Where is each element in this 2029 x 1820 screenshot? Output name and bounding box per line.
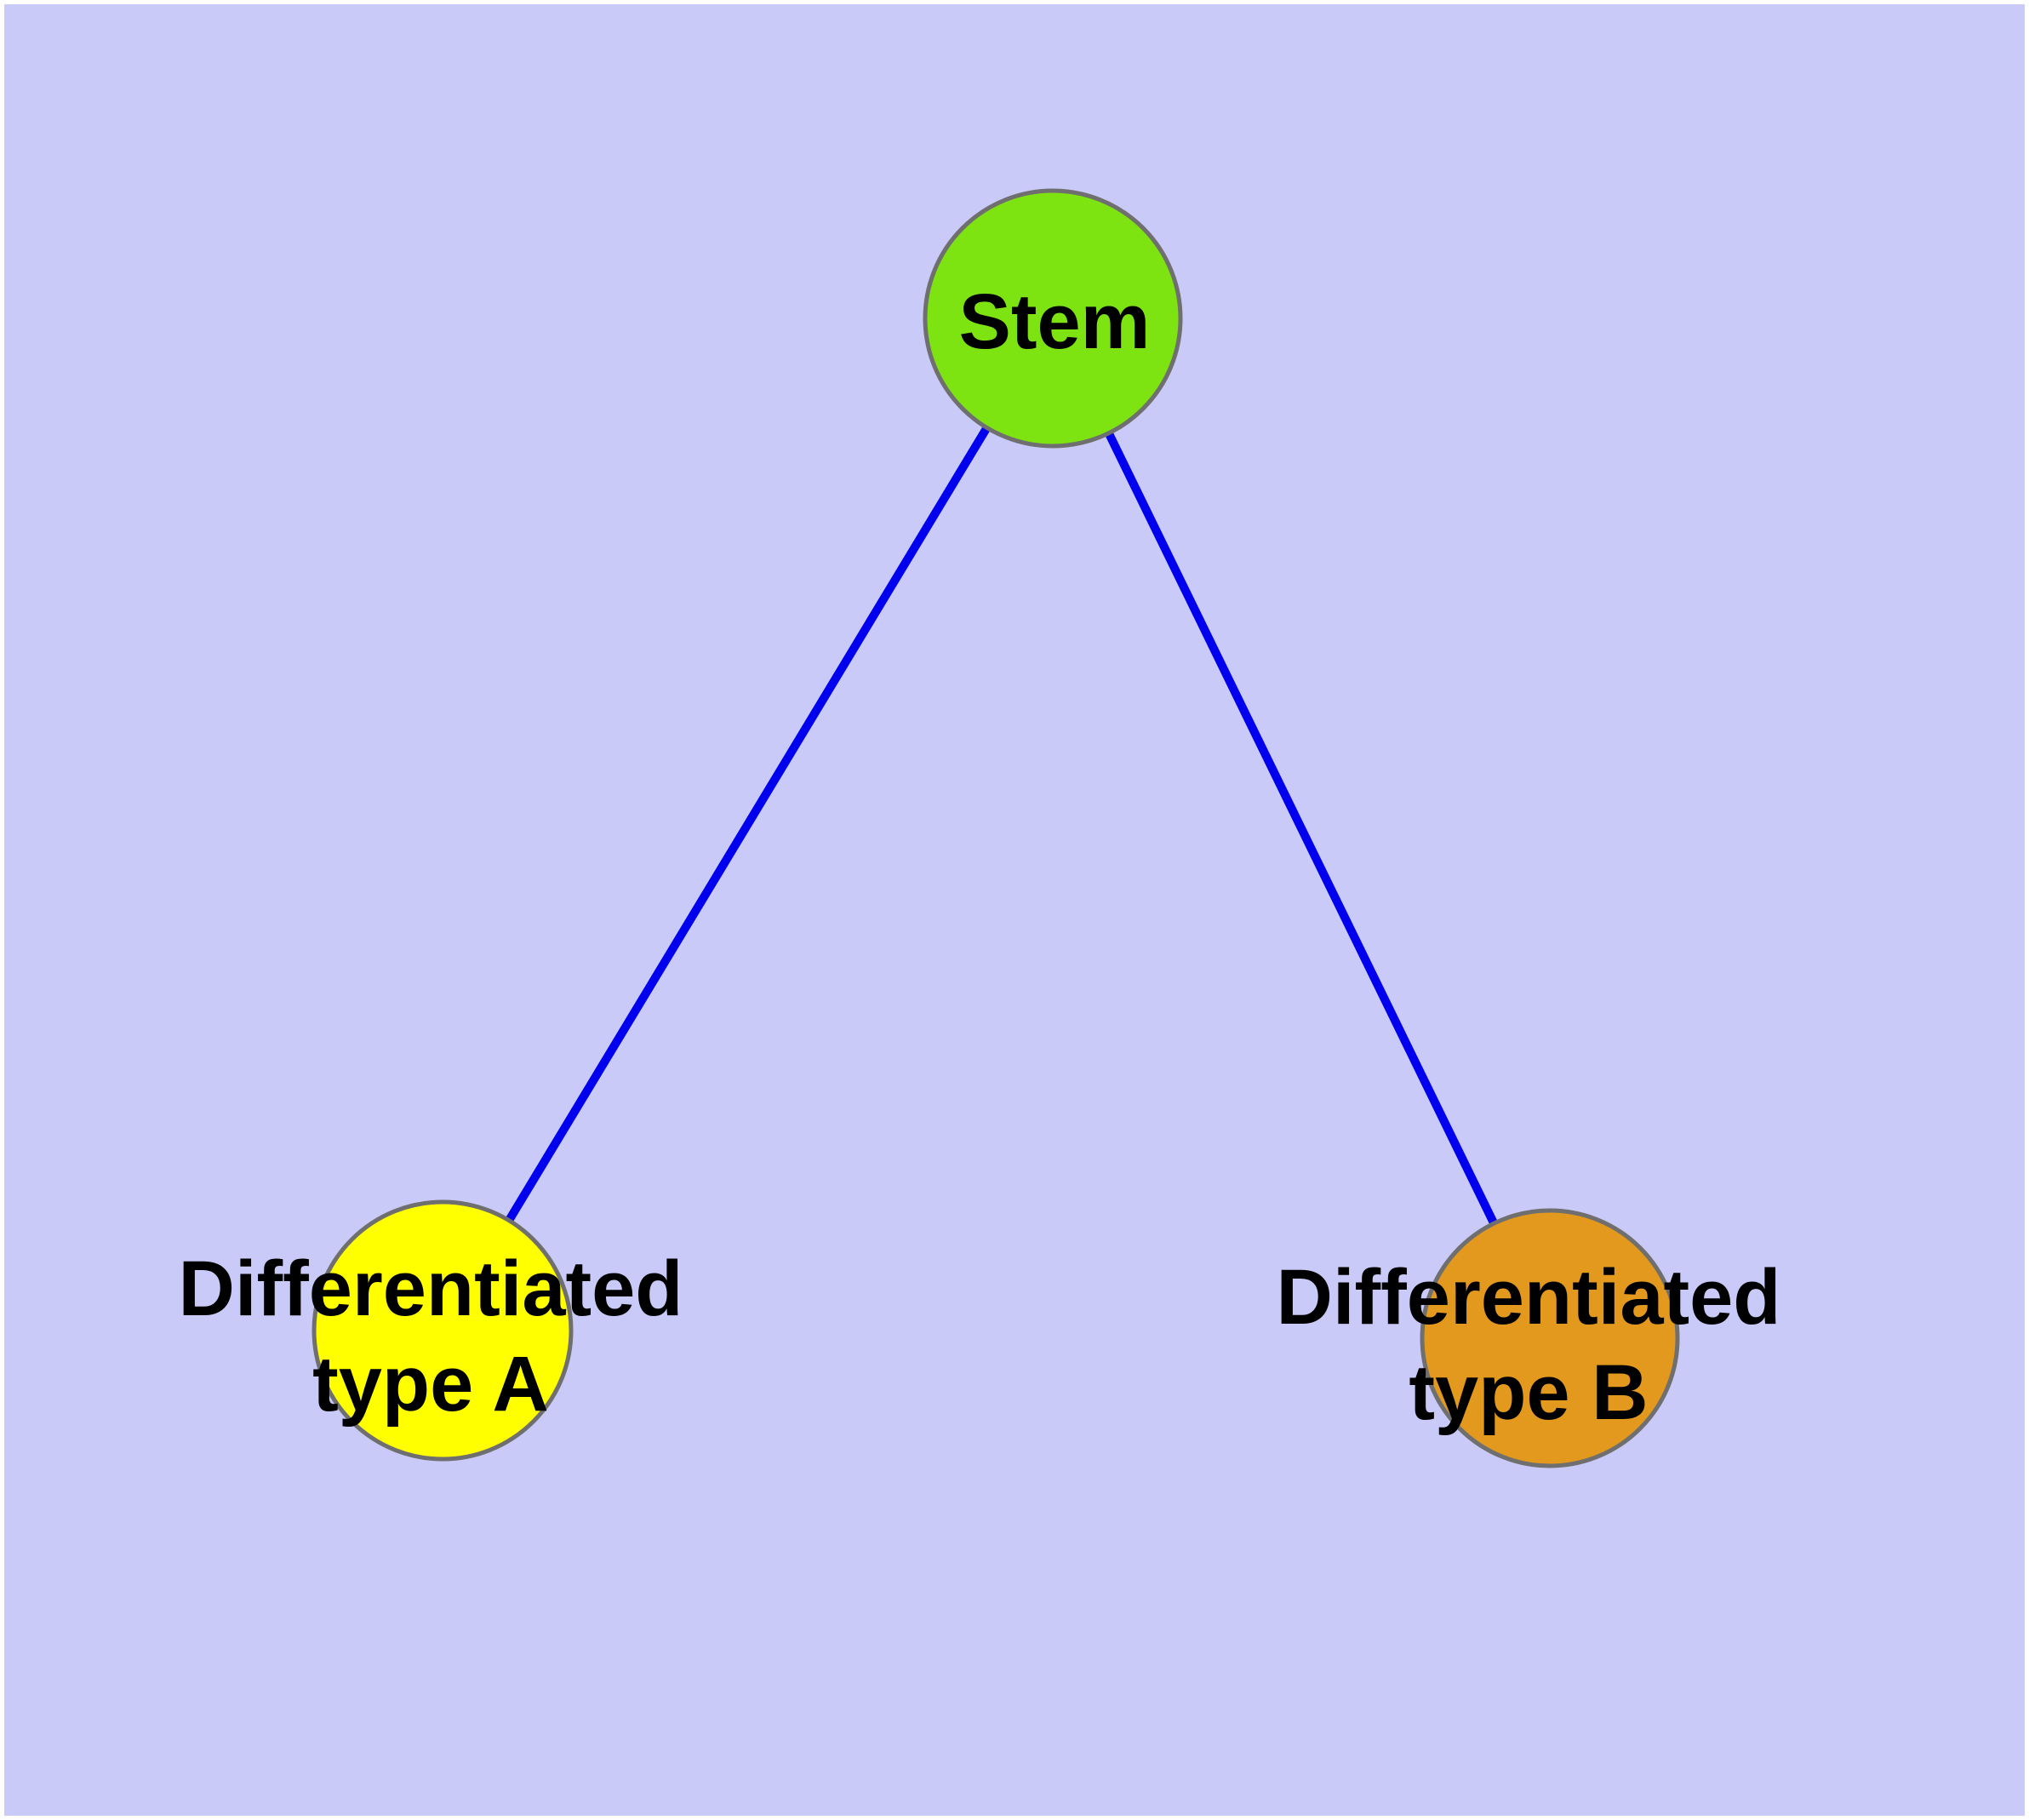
edge-stem-to-type-b <box>1049 316 1554 1341</box>
node-type-b-circle <box>1420 1208 1680 1468</box>
node-type-a-label: Differentiated type A <box>179 1241 683 1432</box>
node-stem-circle <box>923 188 1183 449</box>
node-stem-label: Stem <box>959 274 1151 369</box>
graph-svg <box>311 188 1680 1468</box>
node-stem-label-line: Stem <box>958 278 1151 365</box>
node-type-b-label-line2: type B <box>1409 1349 1649 1436</box>
node-type-b-label-line1: Differentiated <box>1276 1254 1781 1341</box>
node-type-b-label: Differentiated type B <box>1277 1250 1781 1440</box>
edge-stem-to-type-a <box>438 316 1057 1333</box>
graph-canvas: Stem Differentiated type A Differentiate… <box>4 4 2025 1816</box>
node-type-a-label-line1: Differentiated <box>178 1245 683 1332</box>
node-type-a-label-line2: type A <box>312 1341 549 1428</box>
node-type-a-circle <box>311 1199 574 1462</box>
